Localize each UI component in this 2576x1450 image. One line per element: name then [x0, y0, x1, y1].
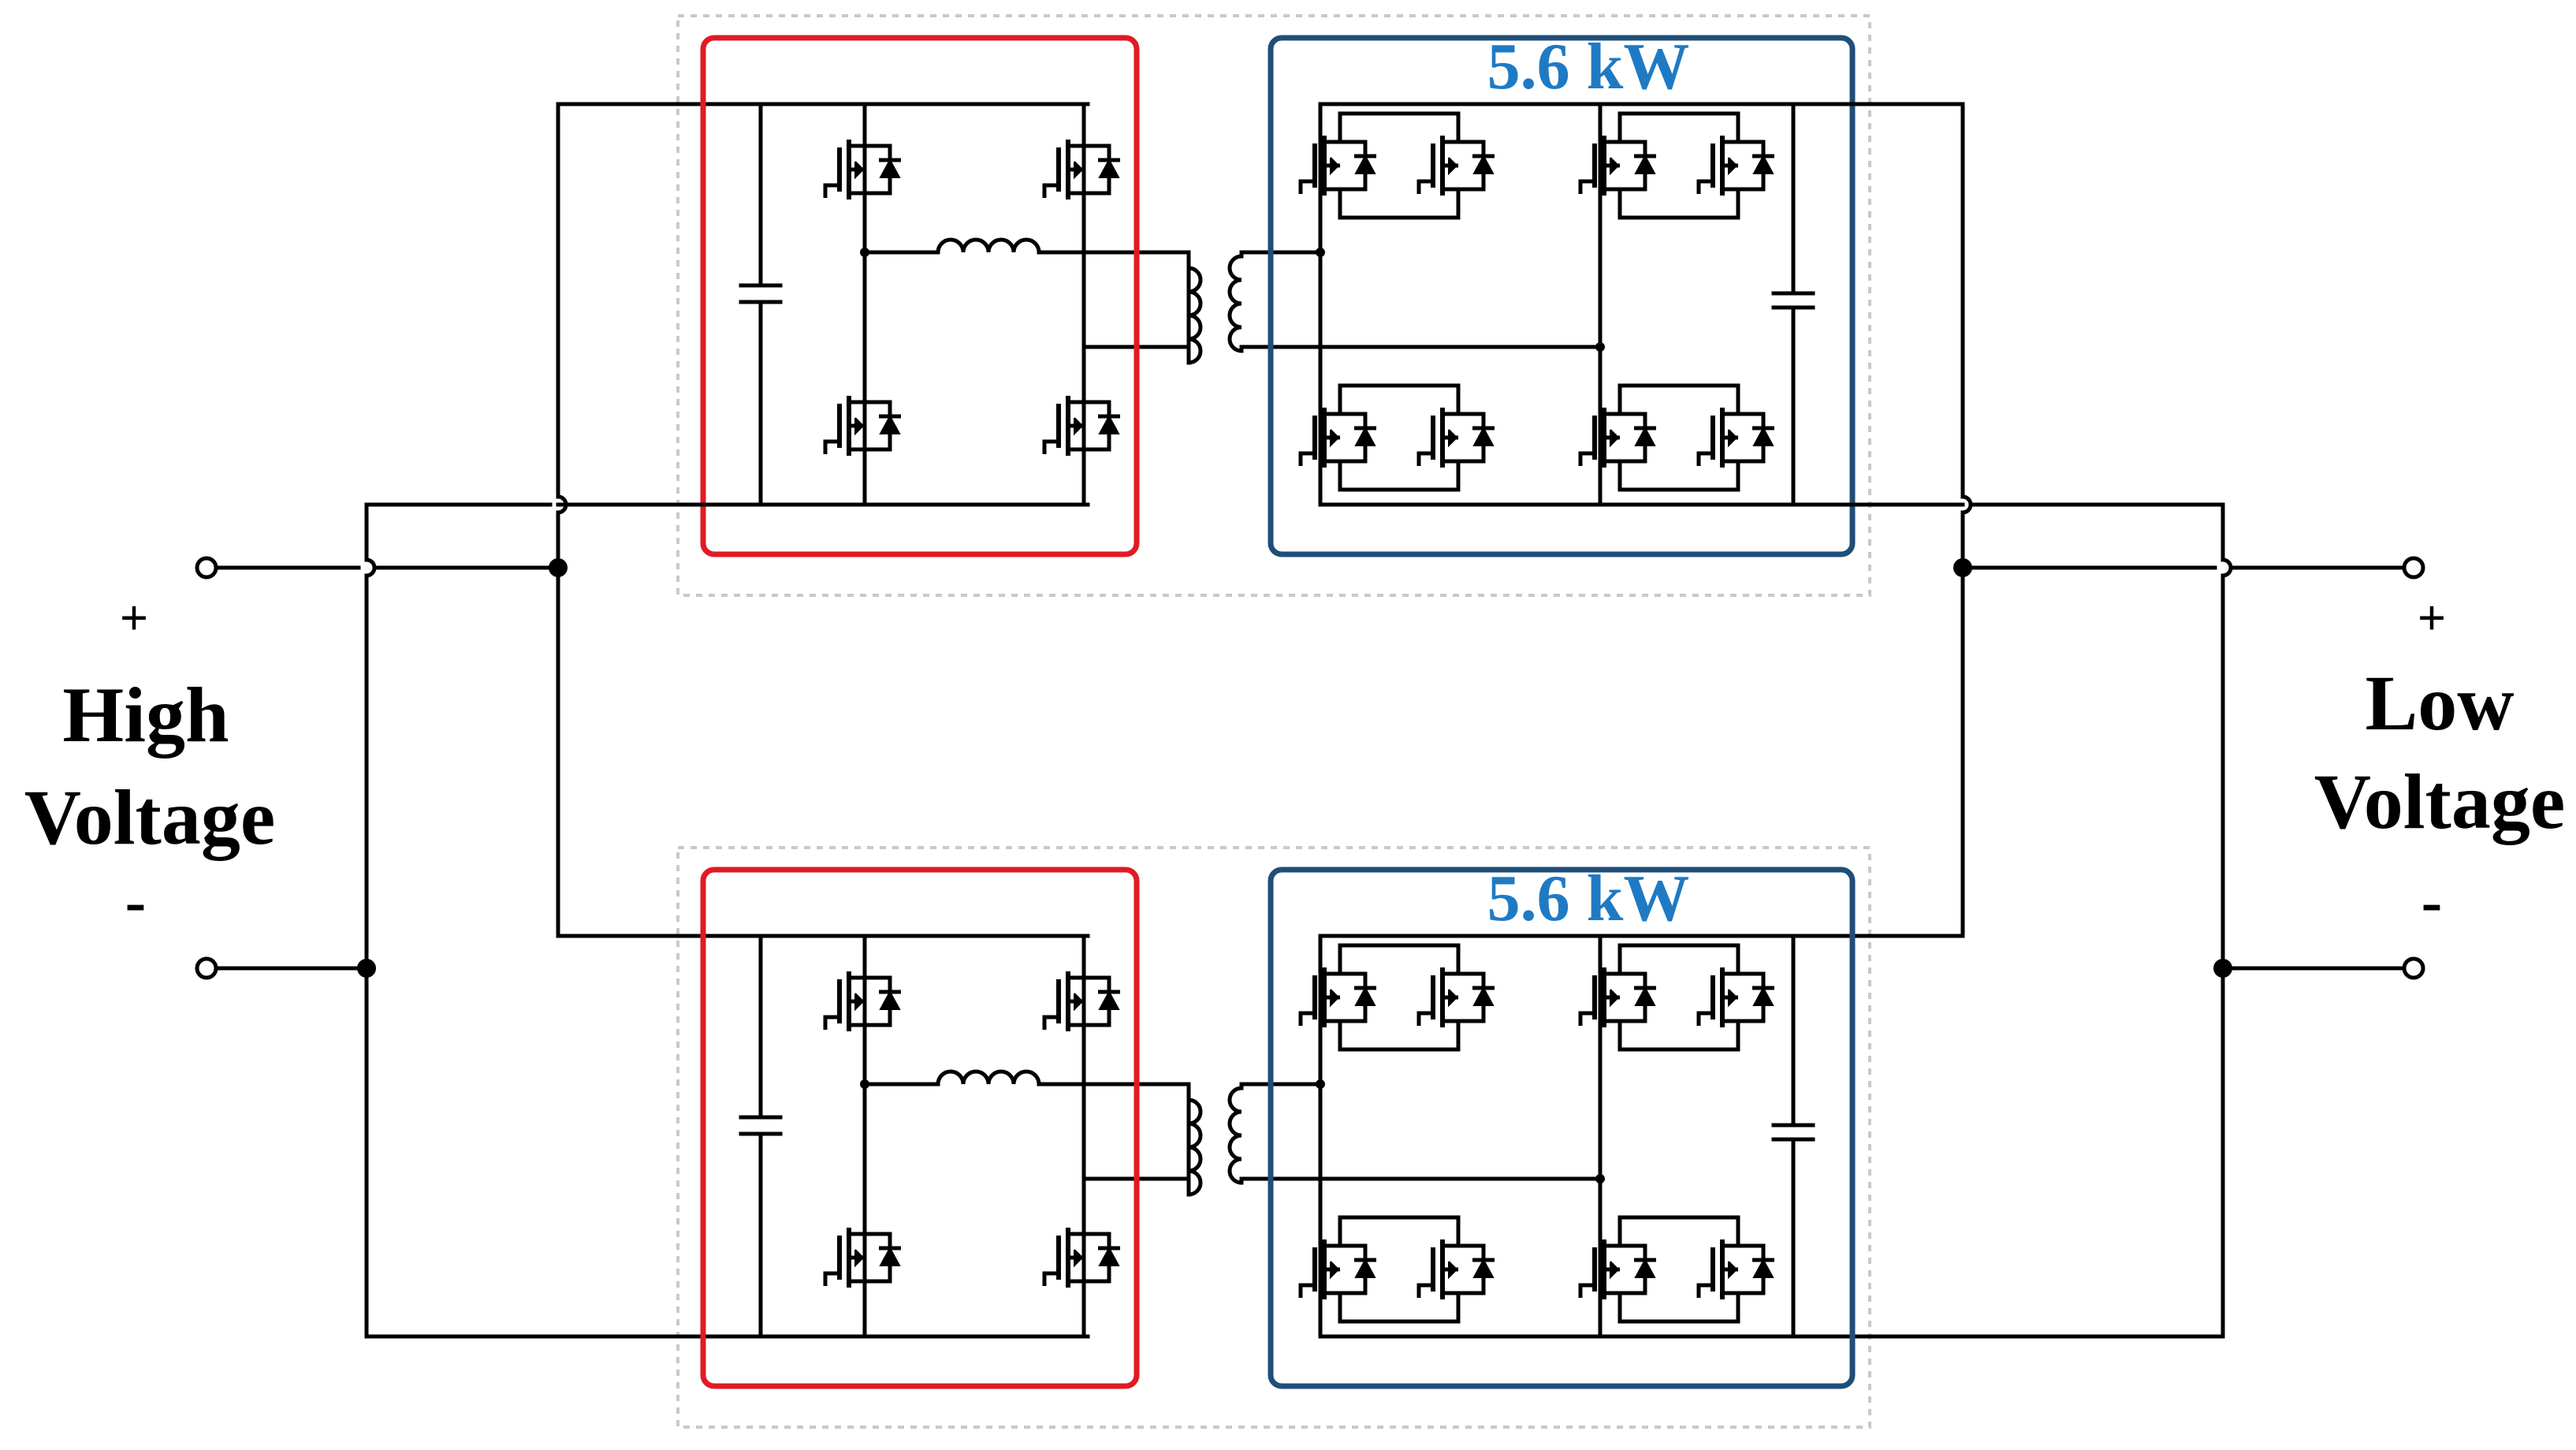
mosfet-switch [1416, 952, 1495, 1043]
mosfet-switch [1696, 392, 1774, 483]
switches-layer [823, 111, 1774, 1324]
lv-label-line1: Low [2366, 659, 2515, 747]
mosfet-switch [1042, 124, 1120, 215]
hv-label-line2: Voltage [24, 773, 276, 861]
power-rating-label: 5.6 kW [1487, 862, 1690, 935]
high-voltage-port-label: + High Voltage - [24, 590, 276, 937]
mosfet-switch [823, 124, 901, 215]
mosfet-switch [1416, 392, 1495, 483]
hv-negative-terminal [195, 956, 218, 980]
mosfet-switch [1298, 392, 1376, 483]
hv-plus-sign: + [120, 590, 148, 646]
lv-negative-terminal [2402, 956, 2425, 980]
hv-label-line1: High [62, 671, 229, 759]
mosfet-switch [1416, 1224, 1495, 1315]
primary-full-bridge [556, 102, 1191, 507]
mosfet-switch [1416, 120, 1495, 211]
converter-module-top: 5.6 kW [556, 14, 1965, 597]
converter-module-bottom: 5.6 kW [364, 846, 2225, 1429]
mosfet-switch [1298, 120, 1376, 211]
low-voltage-bus [1791, 102, 2425, 1339]
mosfet-switch [1042, 1212, 1120, 1303]
lv-label-line2: Voltage [2314, 758, 2566, 845]
mosfet-switch [1578, 392, 1656, 483]
hv-positive-terminal [195, 556, 218, 580]
transformer [1186, 250, 1603, 365]
secondary-bridge-box [1268, 867, 1856, 1389]
primary-bridge-box [700, 867, 1140, 1389]
mosfet-switch [1578, 1224, 1656, 1315]
mosfet-switch [1042, 380, 1120, 472]
primary-bridge-box [700, 35, 1140, 557]
secondary-full-bridge [1316, 934, 2225, 1339]
mosfet-switch [1696, 952, 1774, 1043]
mosfet-switch [823, 956, 901, 1047]
mosfet-switch [1696, 1224, 1774, 1315]
lv-positive-terminal [2402, 556, 2425, 580]
transformer [1186, 1082, 1603, 1197]
power-rating-label: 5.6 kW [1487, 30, 1690, 103]
lv-plus-sign: + [2418, 590, 2446, 646]
mosfet-switch [823, 1212, 901, 1303]
mosfet-switch [1696, 120, 1774, 211]
hv-minus-sign: - [125, 867, 147, 937]
mosfet-switch [1298, 952, 1376, 1043]
mosfet-switch [1578, 952, 1656, 1043]
high-voltage-bus [195, 102, 1090, 1339]
module-outline [676, 846, 1871, 1429]
primary-full-bridge [364, 934, 1191, 1339]
mosfet-switch [1298, 1224, 1376, 1315]
mosfet-switch [1578, 120, 1656, 211]
mosfet-switch [1042, 956, 1120, 1047]
module-outline [676, 14, 1871, 597]
secondary-bridge-box [1268, 35, 1856, 557]
mosfet-switch [823, 380, 901, 472]
lv-minus-sign: - [2422, 867, 2443, 937]
low-voltage-port-label: + Low Voltage - [2314, 590, 2566, 937]
